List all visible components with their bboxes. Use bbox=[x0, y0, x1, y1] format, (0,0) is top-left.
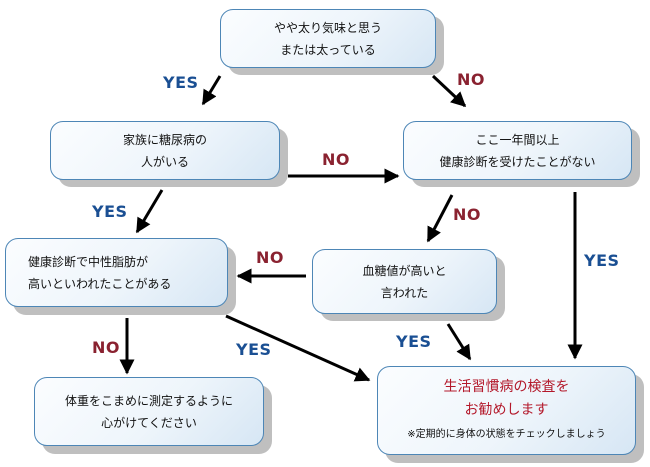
arrow-triglyceride-to-exam bbox=[225, 314, 371, 382]
arrow-overweight-to-family bbox=[201, 75, 222, 106]
arrow-sugar-to-exam bbox=[446, 323, 472, 361]
node-high-triglyceride-line-1: 健康診断で中性脂肪が bbox=[28, 254, 149, 269]
node-measure-weight-line-1: 体重をこまめに測定するように bbox=[64, 393, 233, 408]
node-overweight-line-2: または太っている bbox=[280, 42, 376, 57]
label-triglyceride-to-weight: NO bbox=[92, 338, 120, 357]
node-recommend-exam-note: ※定期的に身体の状態をチェックしましょう bbox=[407, 428, 606, 440]
node-high-triglyceride-line-2: 高いといわれたことがある bbox=[28, 276, 172, 291]
node-high-blood-sugar: 血糖値が高いと 言われた bbox=[312, 249, 497, 314]
node-no-checkup: ここ一年間以上 健康診断を受けたことがない bbox=[403, 121, 632, 180]
node-recommend-exam: 生活習慣病の検査を お勧めします ※定期的に身体の状態をチェックしましょう bbox=[377, 366, 636, 455]
node-family-history-line-2: 人がいる bbox=[140, 154, 189, 169]
node-high-blood-sugar-line-2: 言われた bbox=[380, 285, 429, 300]
node-family-history: 家族に糖尿病の 人がいる bbox=[50, 121, 280, 180]
label-sugar-to-exam: YES bbox=[396, 332, 432, 351]
node-measure-weight: 体重をこまめに測定するように 心がけてください bbox=[34, 377, 264, 446]
label-triglyceride-to-exam: YES bbox=[236, 340, 272, 359]
label-checkup-to-sugar: NO bbox=[453, 205, 481, 224]
label-family-to-checkup: NO bbox=[322, 150, 350, 169]
label-sugar-to-triglyceride: NO bbox=[256, 248, 284, 267]
node-high-blood-sugar-line-1: 血糖値が高いと bbox=[362, 263, 447, 278]
node-measure-weight-line-2: 心がけてください bbox=[101, 415, 197, 430]
node-recommend-exam-line-2: お勧めします bbox=[464, 401, 549, 418]
label-checkup-to-exam: YES bbox=[584, 251, 620, 270]
arrow-family-to-triglyceride bbox=[135, 189, 164, 234]
node-high-triglyceride: 健康診断で中性脂肪が 高いといわれたことがある bbox=[5, 238, 228, 307]
node-recommend-exam-line-1: 生活習慣病の検査を bbox=[443, 378, 570, 395]
node-overweight-line-1: やや太り気味と思う bbox=[273, 20, 382, 35]
label-overweight-to-checkup: NO bbox=[457, 70, 485, 89]
arrow-overweight-to-checkup bbox=[431, 74, 467, 108]
label-overweight-to-family: YES bbox=[163, 73, 199, 92]
arrow-checkup-to-sugar bbox=[426, 194, 454, 243]
node-no-checkup-line-1: ここ一年間以上 bbox=[475, 132, 560, 147]
node-overweight: やや太り気味と思う または太っている bbox=[220, 9, 436, 68]
node-no-checkup-line-2: 健康診断を受けたことがない bbox=[439, 154, 596, 169]
label-family-to-triglyceride: YES bbox=[92, 202, 128, 221]
node-family-history-line-1: 家族に糖尿病の bbox=[122, 132, 207, 147]
